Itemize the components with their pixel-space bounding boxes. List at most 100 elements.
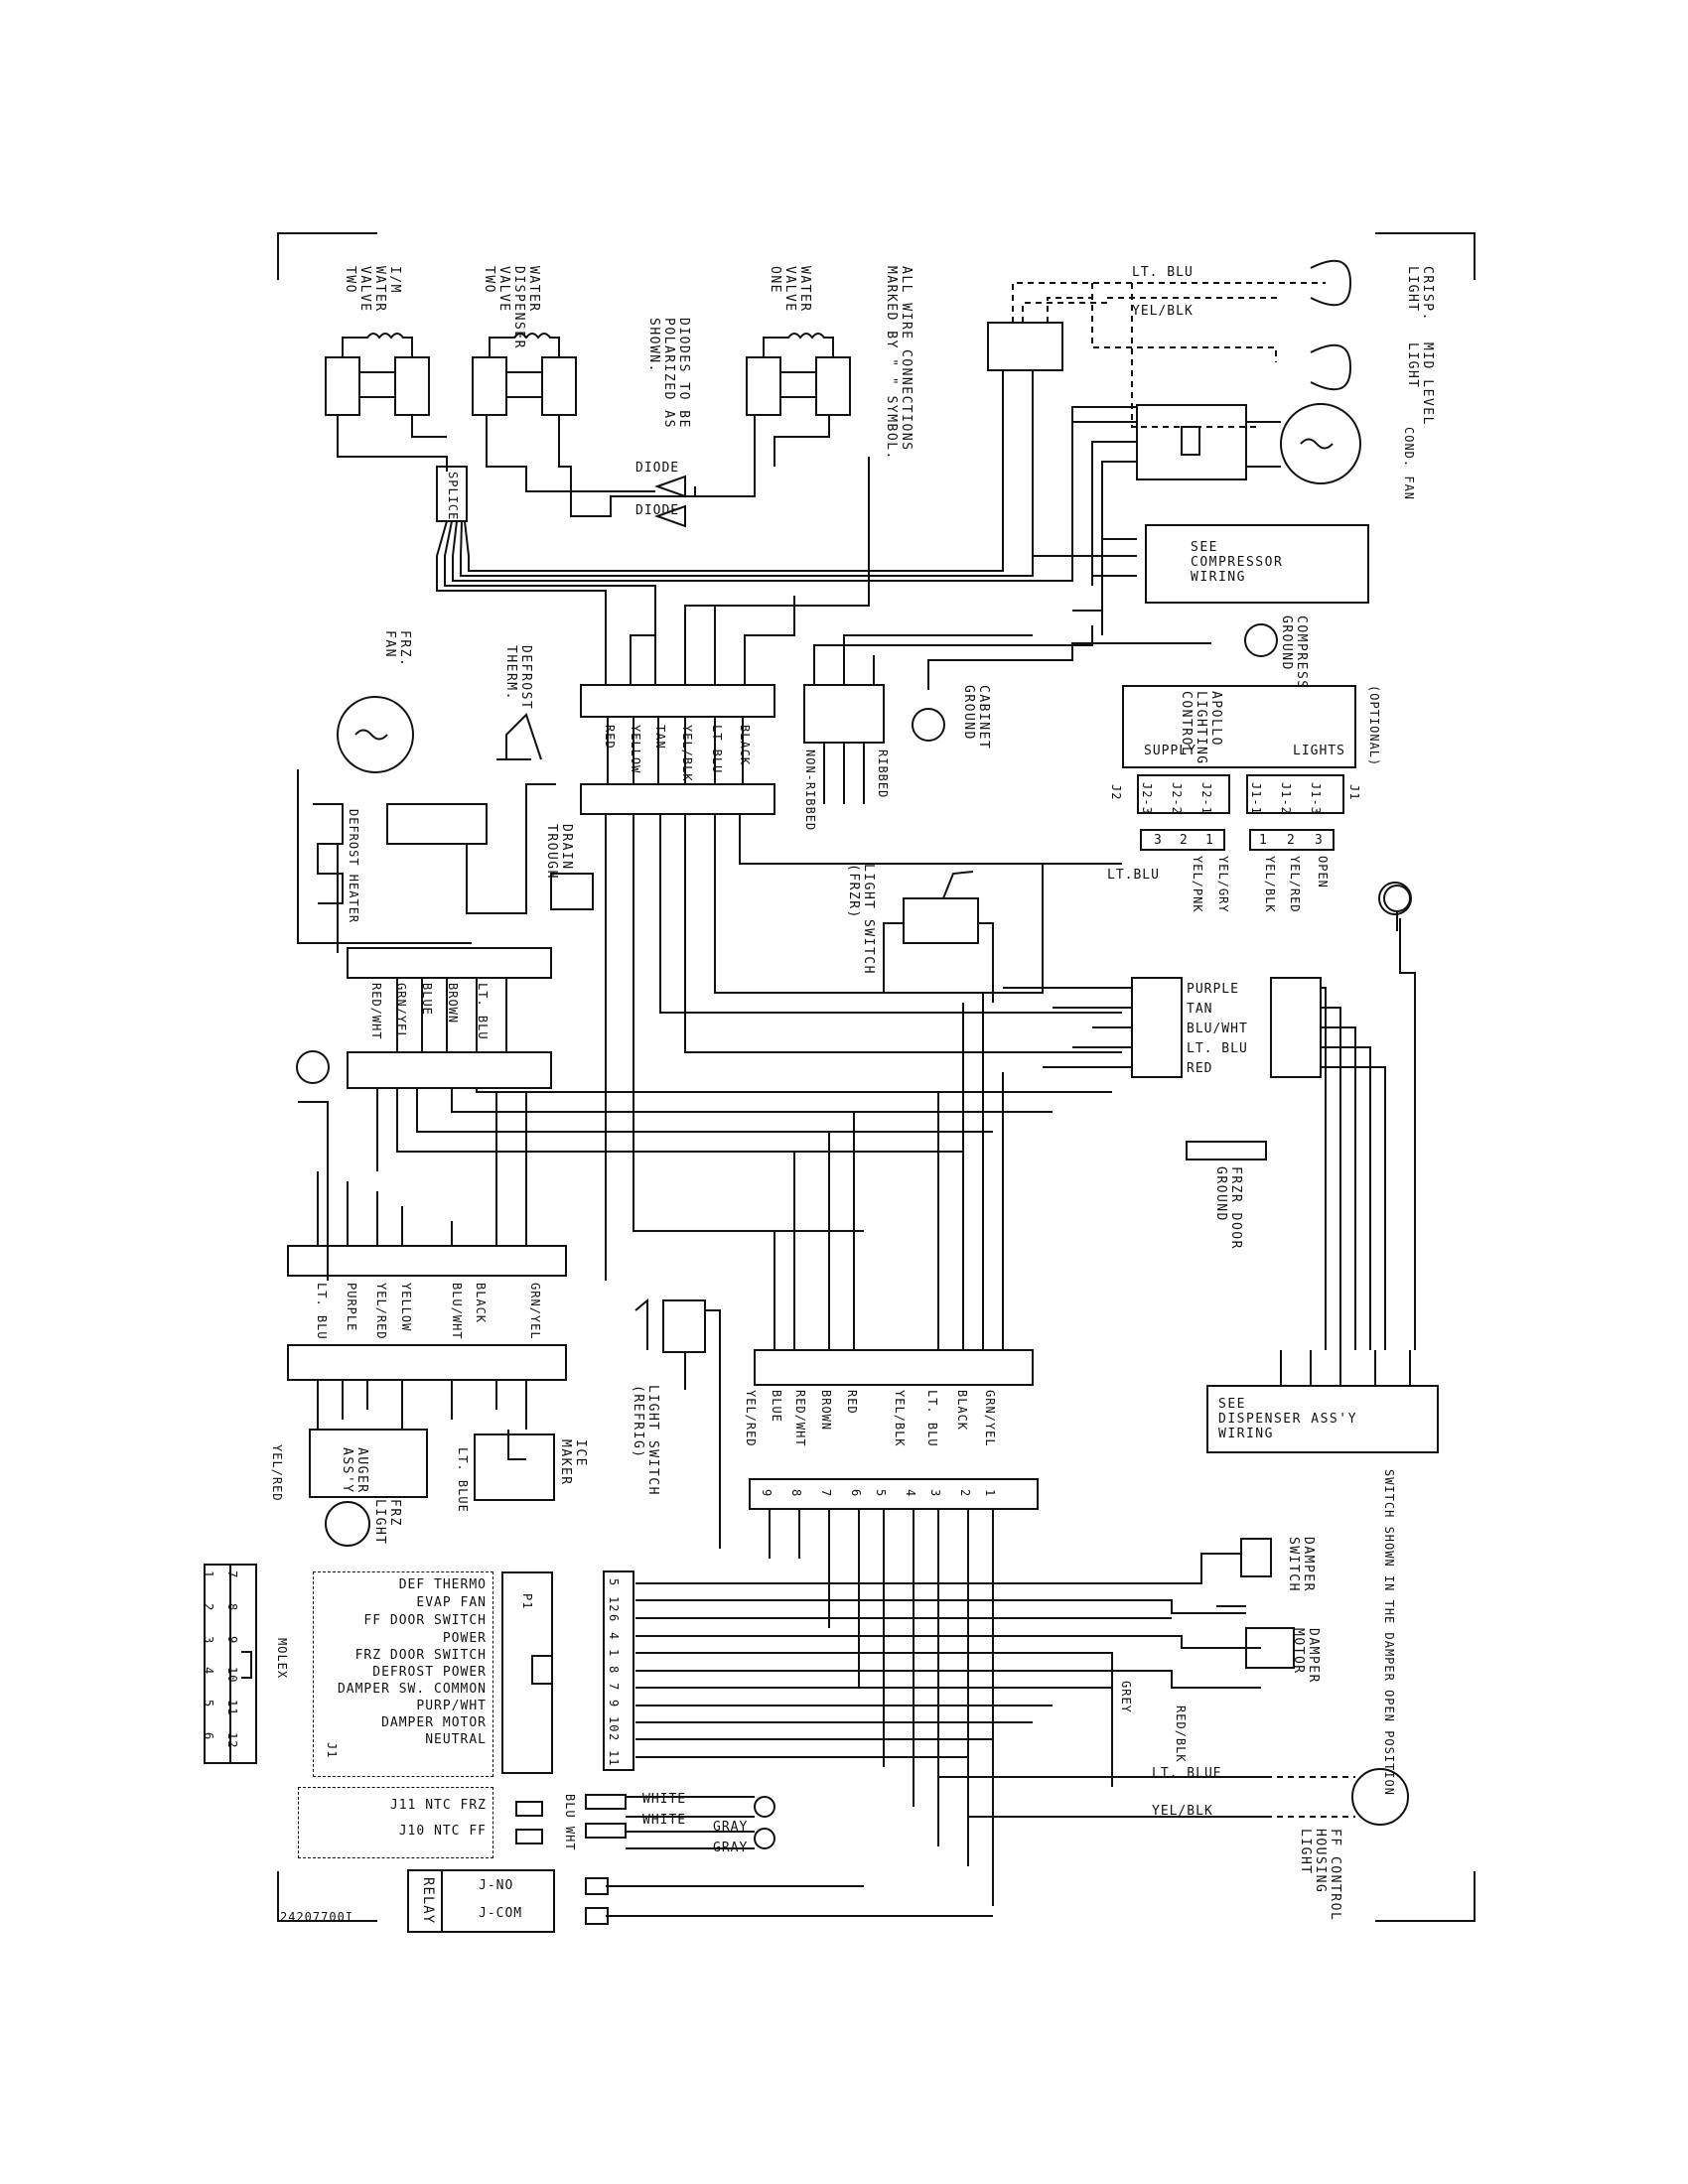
evap-wire-brown: BROWN — [446, 983, 460, 1024]
grey-wire-label: GREY — [1119, 1681, 1133, 1713]
corner-mark-bottom-right — [1375, 1871, 1476, 1922]
top-header-pin-9: 9 — [760, 1489, 774, 1498]
molex-grid: 7 8 9 10 11 12 1 2 3 4 5 6 — [202, 1564, 257, 1764]
molex-pin-2: 2 — [202, 1603, 215, 1612]
right-connector-body — [1270, 977, 1322, 1078]
bottom-lt-blue-wire: LT. BLUE — [1152, 1766, 1222, 1781]
apollo-lt-blu-wire: LT.BLU — [1107, 868, 1160, 883]
molex-pin-3: 3 — [202, 1636, 215, 1645]
j2-1-pin: J2-1 — [1199, 782, 1213, 815]
top-header-pin-6: 6 — [849, 1489, 863, 1498]
light-terminal-block — [987, 322, 1063, 371]
pin-12: 12 — [607, 1596, 621, 1613]
splice-label: SPLICE — [446, 472, 460, 521]
top-header-pin-8: 8 — [789, 1489, 803, 1498]
bottom-yel-blk-wire: YEL/BLK — [1152, 1804, 1213, 1819]
ntc-ff-label: J10 NTC FF — [398, 1824, 487, 1839]
molex-pin-7: 7 — [225, 1570, 239, 1579]
pin-7: 7 — [607, 1683, 621, 1692]
evap-wire-lt-blu: LT. BLU — [476, 983, 490, 1040]
ff-control-housing-light — [1351, 1768, 1409, 1826]
molex-pin-10: 10 — [225, 1667, 239, 1684]
compressor-wiring-box: SEE COMPRESSOR WIRING — [1145, 524, 1369, 604]
molex-label: MOLEX — [275, 1638, 289, 1680]
dispenser-water-valve-label: WATER DISPENSER VALVE TWO — [482, 266, 541, 349]
compressor-wiring-label: SEE COMPRESSOR WIRING — [1191, 540, 1284, 585]
diode-upper-symbol — [654, 475, 686, 498]
frz-light-bulb — [325, 1501, 370, 1547]
ntc-frz-label: J11 NTC FRZ — [389, 1798, 487, 1813]
refrig-light-switch-body — [662, 1299, 706, 1353]
molex-pin-8: 8 — [225, 1603, 239, 1612]
lt-blu-wire-label-2: LT. BLU — [1187, 1041, 1248, 1056]
j1-defrost-power: DEFROST POWER — [372, 1665, 487, 1680]
corner-mark-top-right — [1375, 232, 1476, 280]
j1-power: POWER — [442, 1631, 487, 1646]
defrost-therm-symbol — [496, 713, 542, 760]
evap-wire-blue: BLUE — [420, 983, 434, 1016]
crisp-light-bulb — [1310, 259, 1352, 307]
drain-heater-switch — [550, 873, 594, 910]
j2-3-pin: J2-3 — [1140, 782, 1154, 815]
top-header-pin-3: 3 — [928, 1489, 942, 1498]
defrost-heater-label: DEFROST HEATER — [347, 809, 360, 924]
frz-fan-motor — [337, 696, 414, 773]
pin-11: 11 — [607, 1750, 621, 1767]
apollo-j1-plug: 1 2 3 — [1249, 829, 1335, 851]
lr-wire-brown: BROWN — [819, 1390, 833, 1432]
wire-connections-note: ALL WIRE CONNECTIONS MARKED BY " " SYMBO… — [884, 266, 914, 461]
apollo-j1-connector: J1-1 J1-2 J1-3 — [1246, 774, 1344, 815]
top-header-pin-1: 1 — [983, 1489, 997, 1498]
pin-1: 1 — [607, 1649, 621, 1658]
j2-plug-pin-1: 1 — [1205, 833, 1214, 848]
j1-plug-pin-3: 3 — [1315, 833, 1324, 848]
damper-motor-label: DAMPER MOTOR — [1291, 1628, 1321, 1684]
apollo-lighting-control-box: APOLLO LIGHTING CONTROL SUPPLY LIGHTS — [1122, 685, 1356, 768]
j1-plug-pin-2: 2 — [1287, 833, 1296, 848]
diode-lower-label: DIODE — [635, 503, 680, 518]
im-water-valve-label: I/M WATER VALVE TWO — [343, 266, 402, 313]
thermistor-gray-1: GRAY — [713, 1820, 749, 1835]
dispenser-assy-wiring-box: SEE DISPENSER ASS'Y WIRING — [1206, 1385, 1439, 1453]
top-header-body — [749, 1478, 1039, 1510]
j1-evap-fan: EVAP FAN — [416, 1595, 487, 1610]
cond-fan-motor — [1280, 403, 1361, 484]
j2-2-pin: J2-2 — [1170, 782, 1184, 815]
part-number: 24207700I — [280, 1910, 354, 1924]
top-connector-black: BLACK — [738, 725, 752, 766]
cond-fan-relay-block — [1136, 404, 1247, 480]
auger-connector-body — [287, 1344, 567, 1381]
lr-wire-lt-blu: LT. BLU — [925, 1390, 939, 1447]
defrost-therm-label: DEFROST THERM. — [503, 645, 533, 711]
j1-def-thermo: DEF THERMO — [398, 1577, 487, 1592]
j1-plug-pin-1: 1 — [1259, 833, 1268, 848]
apollo-optional-label: (OPTIONAL) — [1367, 685, 1381, 767]
pin-2: 2 — [607, 1733, 621, 1742]
auger-lt-blue-wire: LT. BLUE — [456, 1447, 470, 1513]
pin-10: 10 — [607, 1716, 621, 1733]
j1-function-box — [313, 1571, 493, 1777]
lt-blu-wire-label: LT. BLU — [1132, 265, 1194, 280]
damper-motor-body — [1245, 1627, 1295, 1669]
lr-wire-blue: BLUE — [770, 1390, 783, 1423]
ff-control-housing-light-label: FF CONTROL HOUSING LIGHT — [1298, 1829, 1342, 1922]
j1-2-pin: J1-2 — [1279, 782, 1293, 815]
apollo-j2-plug: 3 2 1 — [1140, 829, 1225, 851]
j1-3-pin: J1-3 — [1309, 782, 1323, 815]
mid-level-light-bulb — [1310, 343, 1352, 391]
auger-yel-red-wire: YEL/RED — [270, 1444, 284, 1502]
apollo-supply-label: SUPPLY — [1144, 744, 1196, 758]
cabinet-ground-label: CABINET GROUND — [961, 685, 991, 751]
cond-fan-label: COND. FAN — [1402, 427, 1416, 501]
tan-wire-label: TAN — [1187, 1002, 1213, 1017]
top-connector-tan: TAN — [653, 725, 667, 750]
switch-shown-note: SWITCH SHOWN IN THE DAMPER OPEN POSITION — [1382, 1469, 1396, 1796]
thermistor-white-1: WHITE — [642, 1792, 687, 1807]
j1-purp-wht: PURP/WHT — [416, 1699, 487, 1713]
mid-wire-yel-red: YEL/RED — [374, 1283, 388, 1340]
relay-title: RELAY — [420, 1877, 436, 1925]
blu-wht-side-label: BLU WHT — [563, 1794, 577, 1851]
cabinet-ground-symbol — [912, 708, 945, 742]
crisp-light-label: CRISP. LIGHT — [1405, 266, 1435, 322]
